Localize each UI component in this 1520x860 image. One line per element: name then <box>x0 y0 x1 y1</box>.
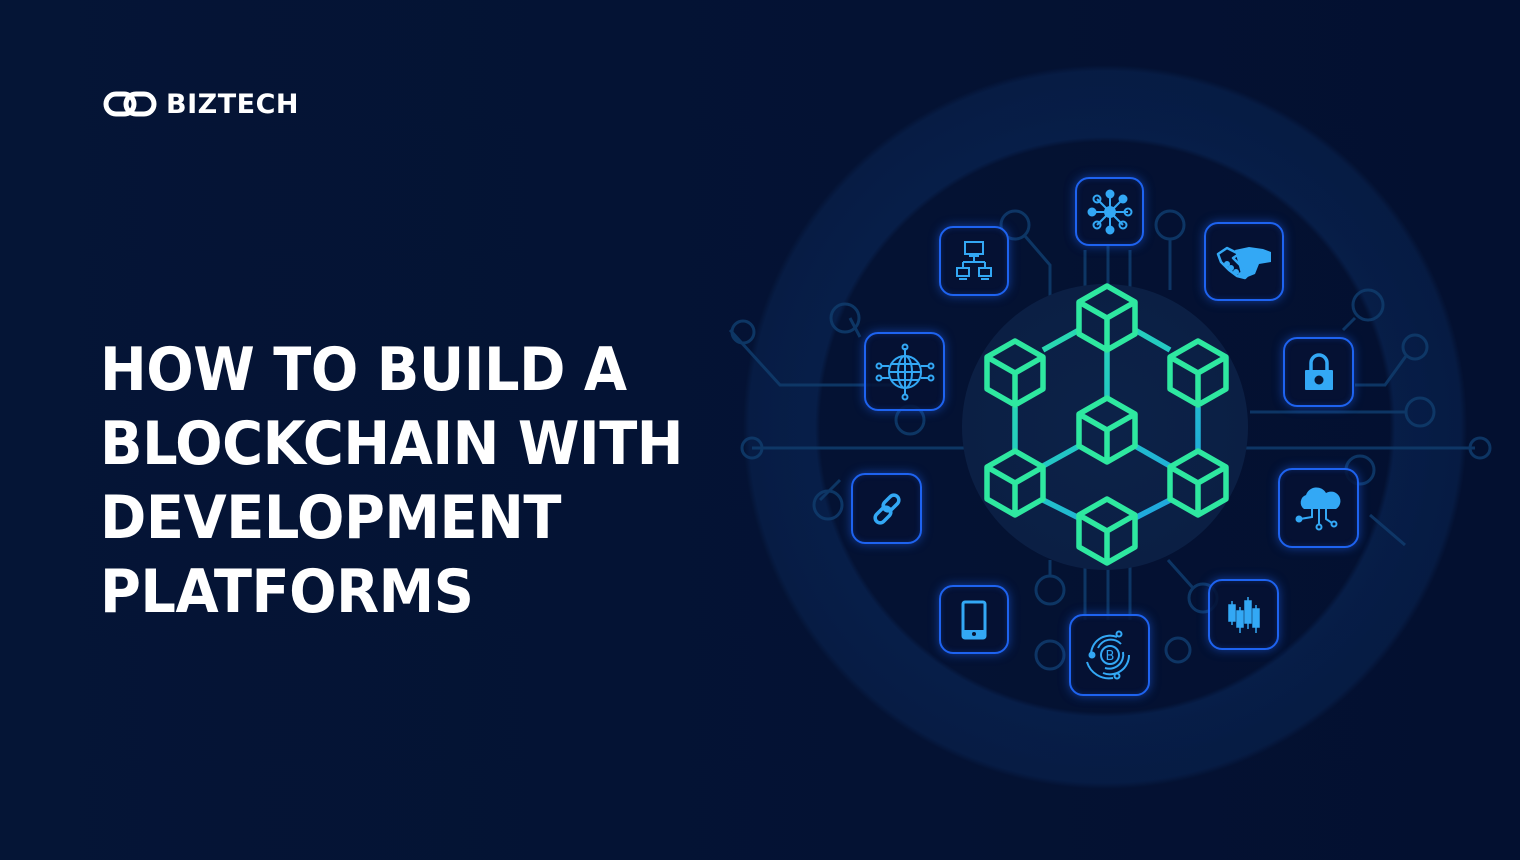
candlestick-chart-icon <box>1227 596 1260 633</box>
brand-logo: BIZTECH <box>103 90 299 118</box>
computer-network-icon <box>956 241 992 280</box>
smartphone-icon-box <box>939 585 1009 654</box>
candlestick-chart-icon-box <box>1208 579 1279 650</box>
padlock-icon-box <box>1283 337 1354 407</box>
smartphone-icon <box>961 600 987 639</box>
cube-connections <box>1012 327 1201 521</box>
chain-link-logo-icon <box>103 91 157 117</box>
globe-network-icon <box>875 343 934 400</box>
cloud-network-icon <box>1295 487 1340 531</box>
title-line-2: BLOCKCHAIN WITH <box>100 409 684 479</box>
bitcoin-orbit-icon: B <box>1085 630 1130 680</box>
svg-text:B: B <box>1105 649 1114 664</box>
title-line-3: DEVELOPMENT <box>100 483 561 553</box>
page-title: HOW TO BUILD A BLOCKCHAIN WITH DEVELOPME… <box>100 333 684 629</box>
hub-network-icon <box>1087 189 1132 234</box>
brand-name: BIZTECH <box>166 88 299 120</box>
bitcoin-orbit-icon-box: B <box>1069 614 1150 696</box>
handshake-icon-box <box>1204 222 1284 301</box>
title-line-4: PLATFORMS <box>100 557 474 627</box>
chain-link-icon-box <box>851 473 922 544</box>
chain-link-icon <box>872 492 901 525</box>
computer-network-icon-box <box>939 226 1009 296</box>
padlock-icon <box>1304 353 1333 390</box>
title-line-1: HOW TO BUILD A <box>100 335 627 405</box>
cloud-network-icon-box <box>1278 468 1359 548</box>
globe-network-icon-box <box>864 332 945 411</box>
hub-network-icon-box <box>1075 177 1144 246</box>
handshake-icon <box>1216 246 1271 279</box>
